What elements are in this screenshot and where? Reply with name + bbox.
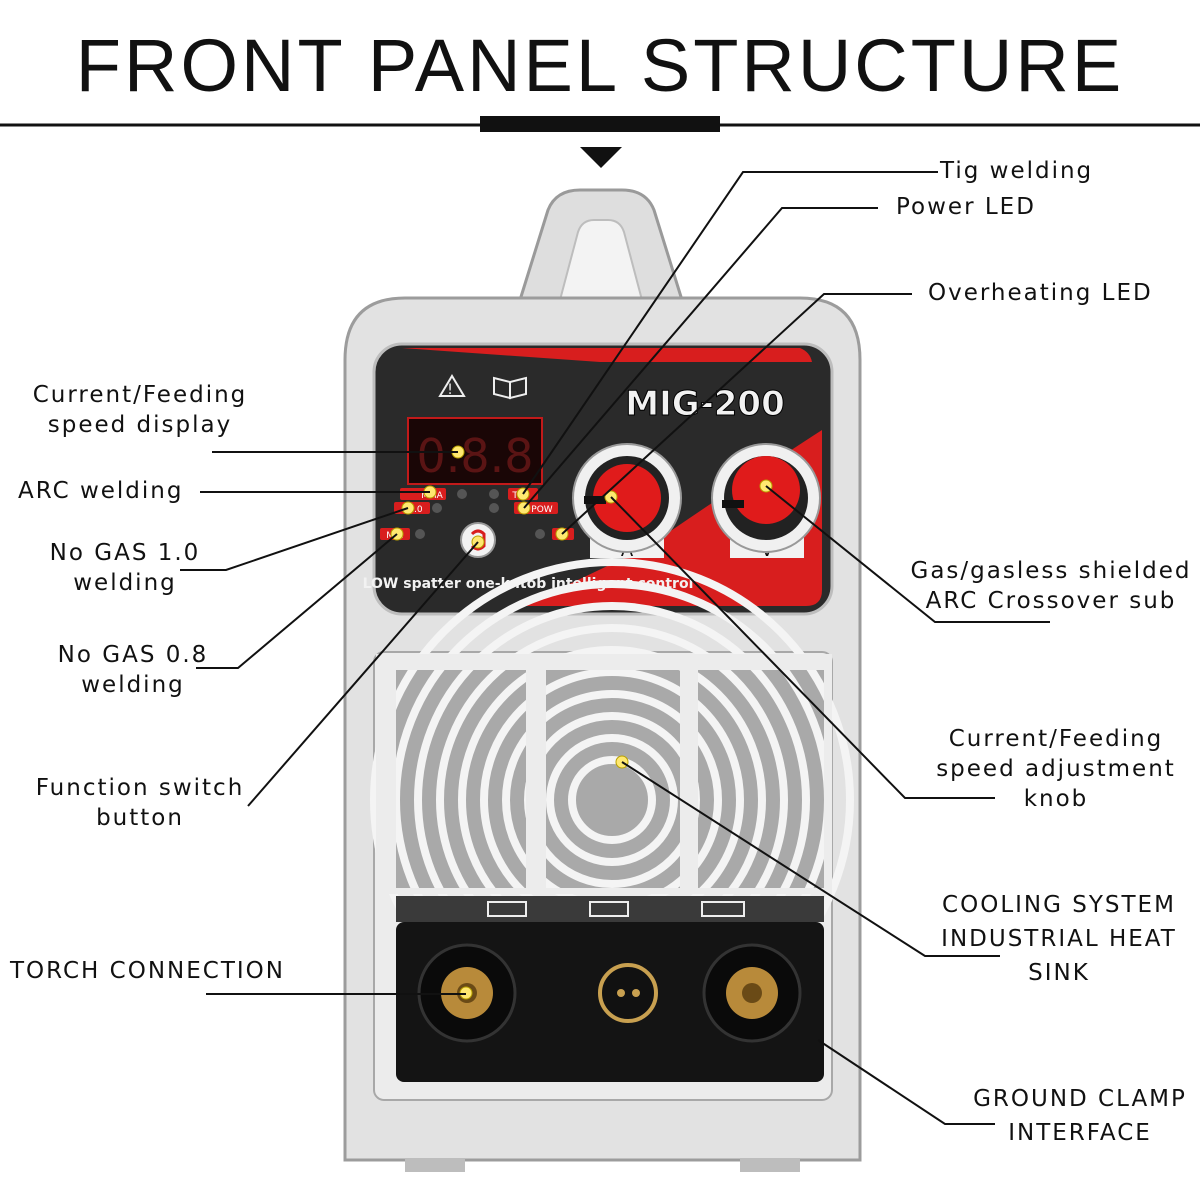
label-overheating-led: Overheating LED — [928, 280, 1153, 306]
carry-handle — [517, 188, 685, 302]
warning-triangle-icon — [438, 374, 466, 397]
page-title: FRONT PANEL STRUCTURE — [75, 24, 1125, 107]
label-current-knob: Current/Feeding speed adjustment knob — [936, 726, 1176, 812]
label-function-switch: Function switch button — [35, 775, 245, 831]
svg-text:!: ! — [447, 382, 453, 398]
leader-current-knob — [610, 496, 995, 799]
control-panel: ! MIG-200 0.8.8 MMA TIG G1.0 POW MIG — [363, 342, 834, 616]
label-torch-connection: TORCH CONNECTION — [10, 958, 285, 984]
gas-symbol-icon — [589, 901, 629, 917]
leader-tig — [522, 171, 938, 495]
leader-switch — [247, 541, 479, 807]
label-current-display: Current/Feeding speed display — [32, 382, 248, 438]
leader-gas10 — [180, 507, 409, 571]
label-ground-clamp: GROUND CLAMP INTERFACE — [973, 1086, 1187, 1146]
gas-socket[interactable] — [598, 963, 658, 1023]
label-arc-welding: ARC welding — [18, 478, 184, 504]
leader-gas08 — [196, 533, 398, 669]
current-knob[interactable]: A — [572, 443, 682, 561]
label-tig-welding: Tig welding — [940, 158, 1094, 184]
connector-panel — [396, 896, 824, 1082]
label-cooling-system: COOLING SYSTEM INDUSTRIAL HEAT SINK — [941, 892, 1177, 986]
header-rule-accent — [480, 116, 720, 132]
svg-text:POW: POW — [531, 505, 553, 515]
label-gas-gasless: Gas/gasless shielded ARC Crossover sub — [910, 558, 1192, 614]
label-power-led: Power LED — [896, 194, 1036, 220]
torch-symbol-icon — [487, 901, 527, 917]
display-digits: 0.8.8 — [416, 429, 533, 483]
label-no-gas-1-0: No GAS 1.0 welding — [49, 540, 201, 596]
manual-book-icon — [493, 376, 527, 400]
leader-cooling — [621, 761, 1000, 957]
leader-voltage-knob — [765, 485, 1050, 623]
leader-power — [523, 207, 878, 509]
leader-overheat — [561, 293, 912, 535]
label-no-gas-0-8: No GAS 0.8 welding — [57, 642, 209, 698]
ground-socket[interactable] — [702, 943, 802, 1043]
down-arrow-icon — [580, 147, 622, 168]
leader-ground — [817, 1039, 995, 1125]
ground-symbol-icon — [701, 901, 745, 917]
